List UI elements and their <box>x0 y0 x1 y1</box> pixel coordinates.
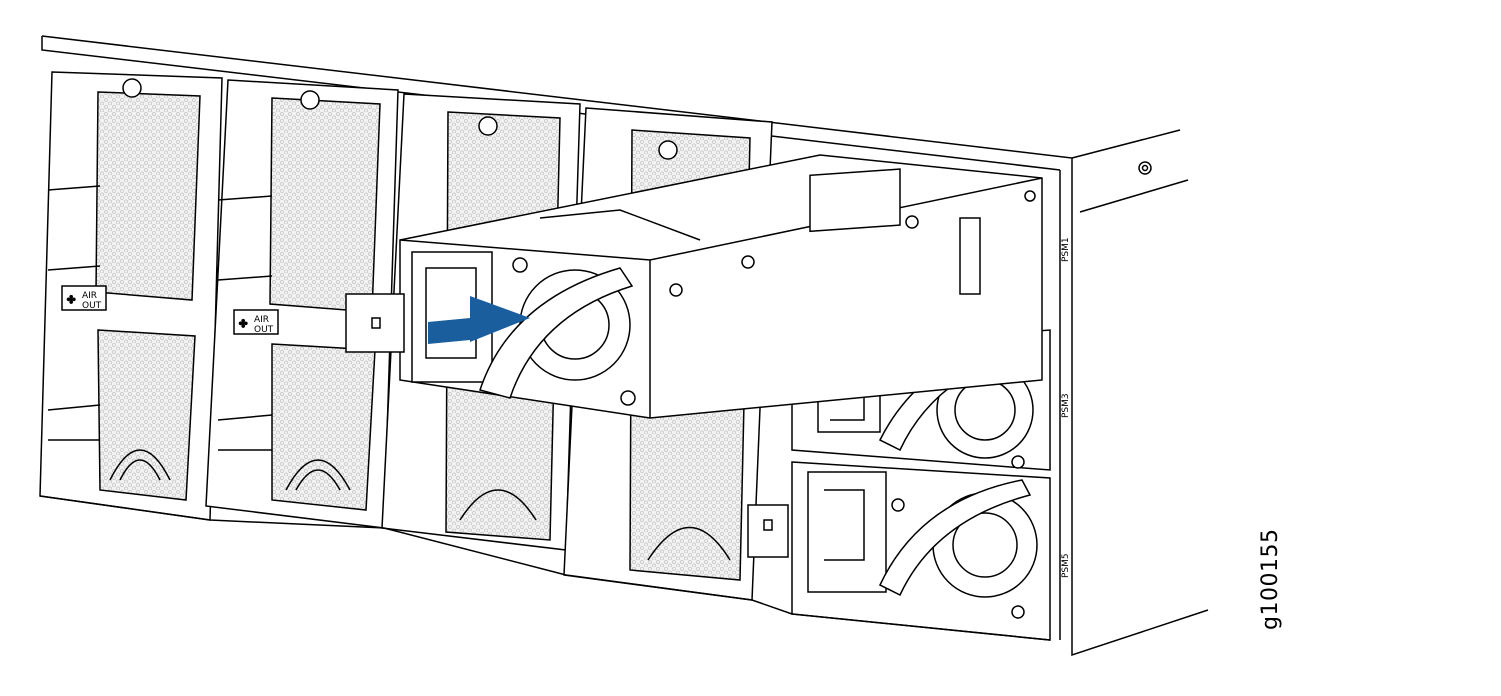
slot-label-psm1: PSM1 <box>1061 237 1071 262</box>
svg-text:✣: ✣ <box>239 319 247 330</box>
fan-label-1: AIR OUT <box>82 291 102 311</box>
fan-module-1: ✣ <box>39 71 223 521</box>
psu-installed-psm5 <box>747 461 1051 641</box>
fan-label-2: AIR OUT <box>254 315 274 335</box>
figure-id: g100155 <box>1258 528 1283 630</box>
svg-text:AIR: AIR <box>82 291 97 301</box>
slot-label-psm3: PSM3 <box>1061 393 1071 418</box>
fan-module-2: ✣ <box>205 79 399 529</box>
svg-text:OUT: OUT <box>82 301 102 311</box>
slot-label-psm5: PSM5 <box>1061 553 1071 578</box>
svg-text:✣: ✣ <box>67 295 75 306</box>
svg-text:AIR: AIR <box>254 315 269 325</box>
chassis-base <box>39 495 1051 641</box>
svg-text:OUT: OUT <box>254 325 274 335</box>
psu-inserting <box>345 154 1043 419</box>
insertion-arrow <box>428 296 530 344</box>
